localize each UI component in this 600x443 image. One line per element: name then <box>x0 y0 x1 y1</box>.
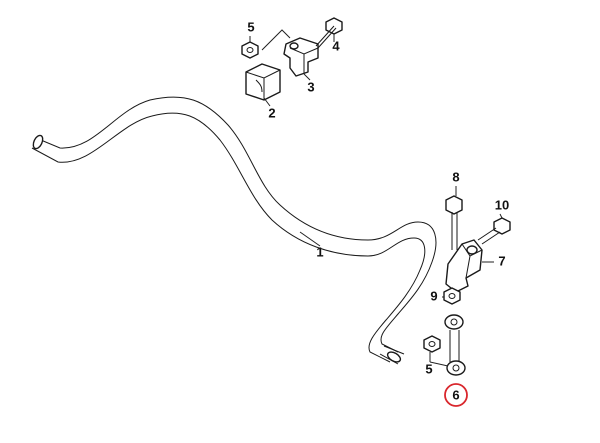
callout-3: 3 <box>307 79 314 94</box>
leader-lines <box>249 29 503 367</box>
callout-10: 10 <box>495 197 509 212</box>
stabilizer-bar <box>31 96 437 365</box>
stabilizer-link <box>444 314 466 376</box>
callouts: 1 2 3 4 5 8 10 7 9 5 6 <box>247 19 509 407</box>
callout-4: 4 <box>332 38 340 53</box>
callout-5-bottom: 5 <box>425 361 432 376</box>
callout-2: 2 <box>268 105 275 120</box>
callout-6: 6 <box>452 387 459 402</box>
callout-8: 8 <box>452 169 459 184</box>
callout-7: 7 <box>498 253 505 268</box>
bolt-angled <box>477 217 511 245</box>
nut-top <box>241 41 259 59</box>
rubber-bushing <box>245 63 281 101</box>
bolt-vertical <box>445 195 463 250</box>
nut-middle <box>443 287 461 305</box>
link-bracket <box>445 239 483 293</box>
callout-1: 1 <box>316 244 323 259</box>
mounting-bracket <box>283 37 319 77</box>
highlight-circle <box>444 383 468 407</box>
callout-9: 9 <box>430 288 437 303</box>
nut-bottom <box>423 335 441 353</box>
callout-5-top: 5 <box>247 19 254 34</box>
bolt-top <box>315 17 343 49</box>
